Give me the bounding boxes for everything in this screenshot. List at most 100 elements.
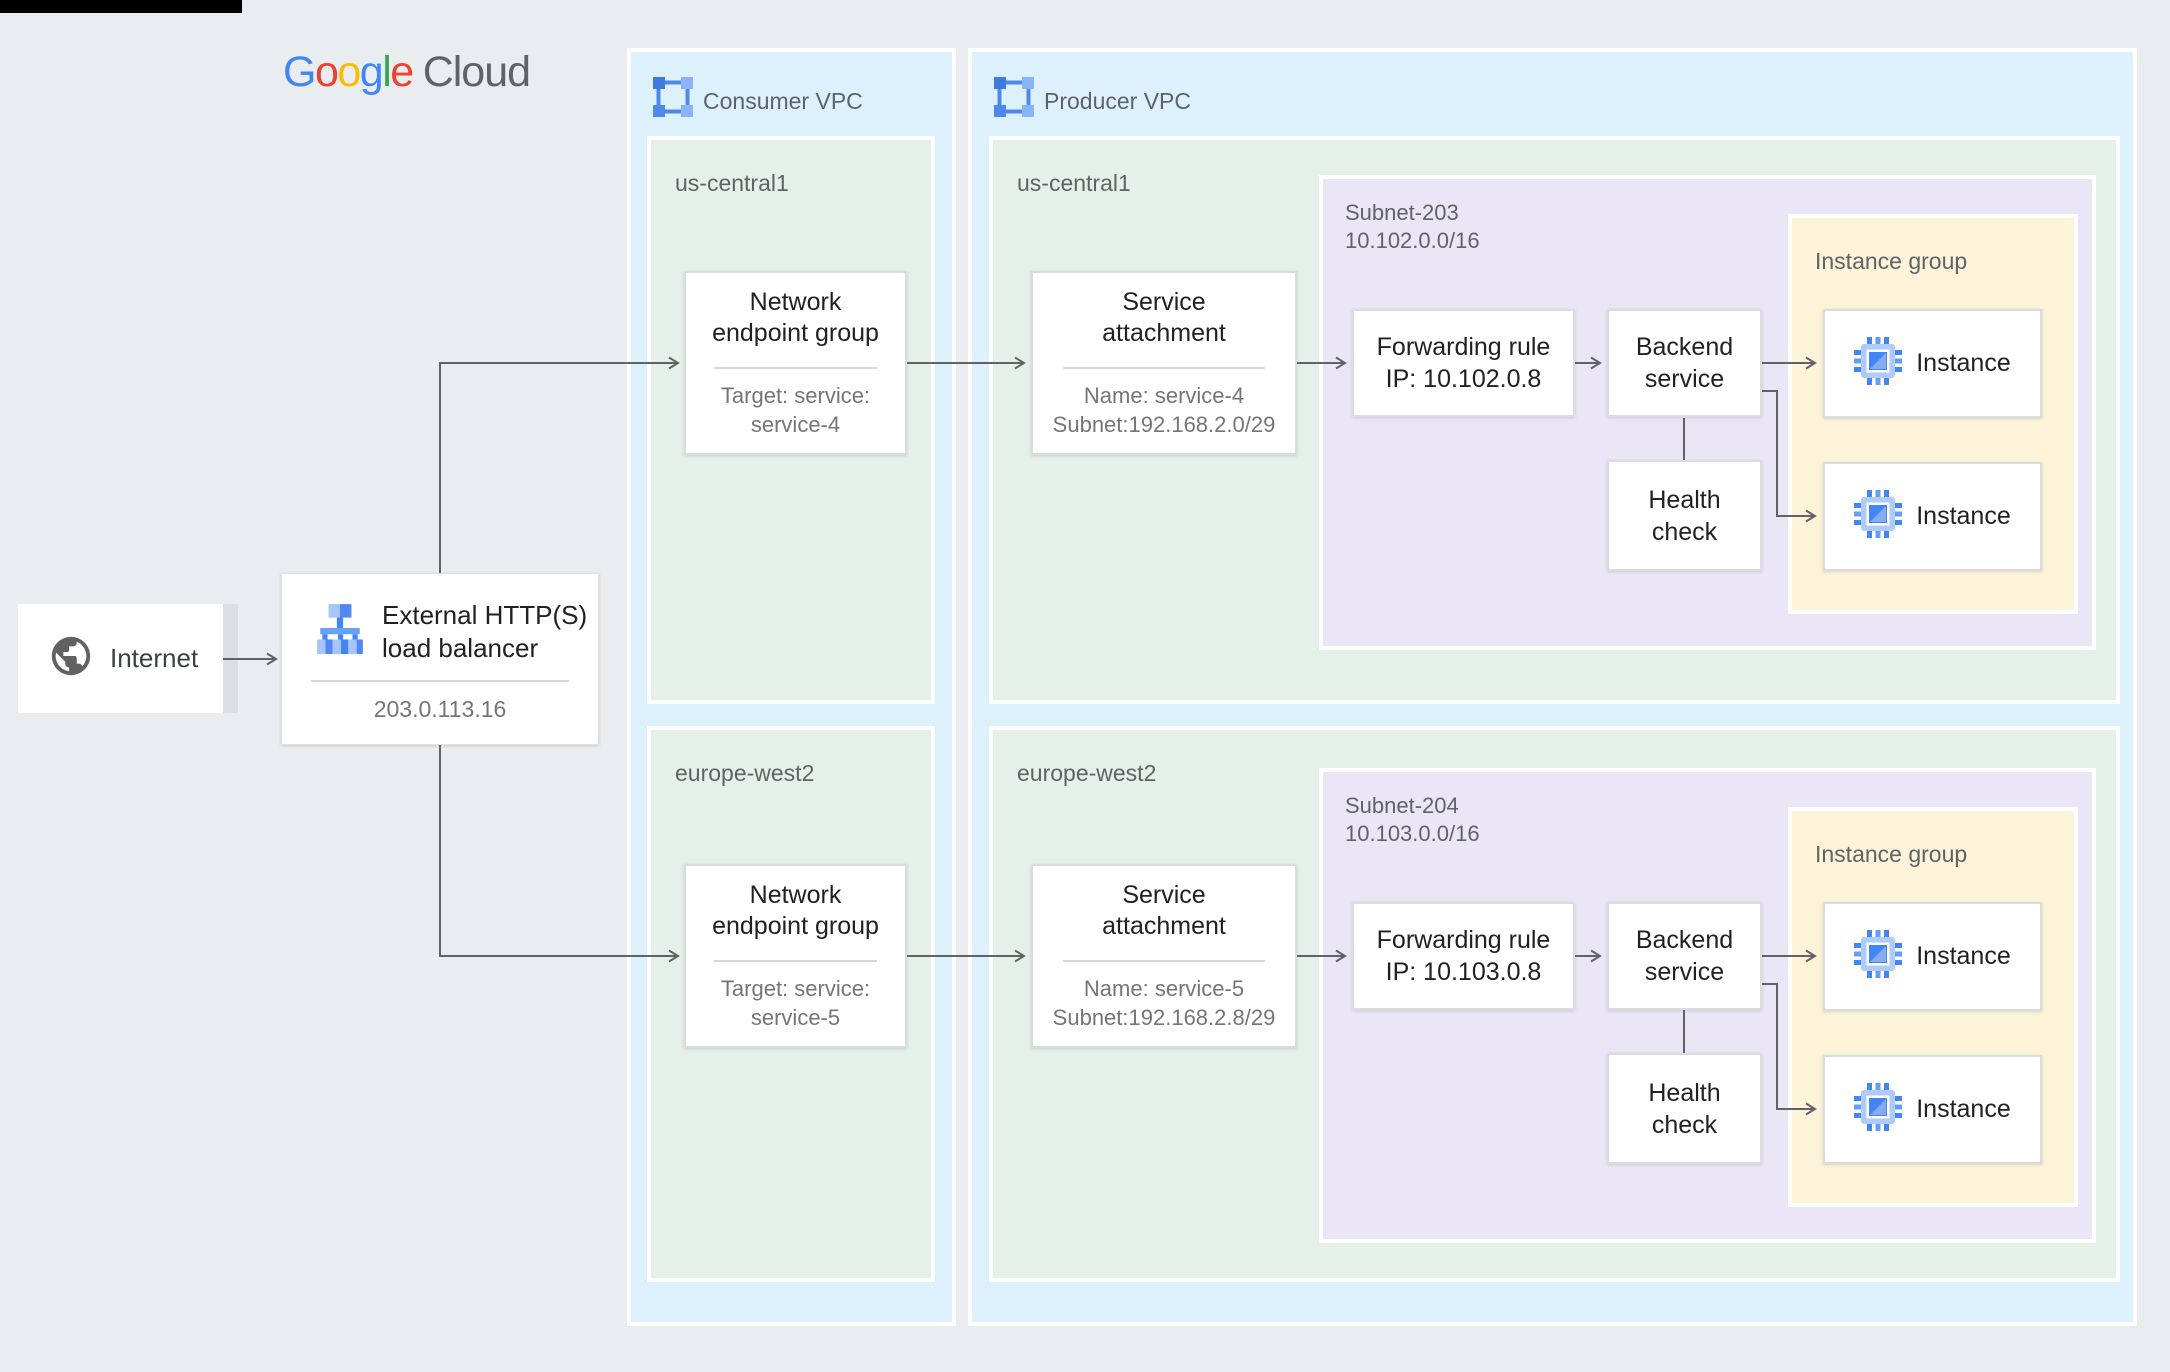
- logo-letter: o: [337, 48, 361, 96]
- region-label: us-central1: [1017, 170, 1131, 196]
- backend-service-line1: Backend: [1635, 333, 1734, 361]
- divider: [1063, 960, 1265, 962]
- instance-group-panel: Instance group: [1792, 811, 2074, 1203]
- neg-title-line1: Network: [749, 881, 842, 909]
- health-check-text: Health check: [1609, 1055, 1760, 1162]
- neg-title-line2: endpoint group: [712, 912, 879, 940]
- network-endpoint-group-node: Network endpoint group Target: service: …: [684, 271, 907, 455]
- backend-service-node: Backend service: [1607, 309, 1762, 417]
- forwarding-rule-line1: Forwarding rule: [1376, 333, 1551, 361]
- service-attachment-title: Service attachment: [1033, 880, 1295, 942]
- top-black-bar: [0, 0, 242, 13]
- sa-title-line2: attachment: [1102, 912, 1226, 940]
- load-balancer-node: External HTTP(S) load balancer 203.0.113…: [281, 573, 599, 745]
- producer-region-europe-west2: europe-west2 Service attachment Name: se…: [993, 730, 2116, 1278]
- region-label: us-central1: [675, 170, 789, 196]
- consumer-region-us-central1: us-central1 Network endpoint group Targe…: [651, 140, 931, 700]
- health-check-line1: Health: [1648, 1078, 1721, 1107]
- subnet-name: Subnet-203: [1345, 200, 1459, 225]
- region-label: europe-west2: [1017, 760, 1157, 786]
- neg-target-line2: service-4: [750, 412, 841, 437]
- instance-label: Instance: [1916, 502, 2011, 530]
- health-check-text: Health check: [1609, 462, 1760, 569]
- load-balancer-title-line1: External HTTP(S): [382, 600, 588, 630]
- load-balancer-title: External HTTP(S) load balancer: [382, 599, 587, 665]
- subnet-panel: Subnet-204 10.103.0.0/16 Forwarding rule…: [1323, 772, 2092, 1239]
- load-balancer-title-line2: load balancer: [382, 633, 539, 663]
- instance-node: Instance: [1823, 309, 2042, 418]
- service-attachment-title: Service attachment: [1033, 287, 1295, 349]
- backend-service-text: Backend service: [1609, 904, 1760, 1008]
- forwarding-rule-line1: Forwarding rule: [1376, 926, 1551, 954]
- producer-vpc-container: Producer VPC us-central1 Service attachm…: [972, 52, 2133, 1322]
- logo-letter: G: [283, 48, 316, 96]
- backend-service-line2: service: [1644, 365, 1725, 393]
- health-check-line1: Health: [1648, 485, 1721, 514]
- producer-vpc-label: Producer VPC: [1044, 88, 1192, 114]
- producer-region-us-central1: us-central1 Service attachment Name: ser…: [993, 140, 2116, 700]
- neg-target-line2: service-5: [750, 1005, 841, 1030]
- service-attachment-details: Name: service-4 Subnet:192.168.2.0/29: [1033, 381, 1295, 439]
- instance-node: Instance: [1823, 902, 2042, 1011]
- consumer-region-europe-west2: europe-west2 Network endpoint group Targ…: [651, 730, 931, 1278]
- forwarding-rule-text: Forwarding rule IP: 10.103.0.8: [1354, 904, 1573, 1008]
- subnet-cidr: 10.103.0.0/16: [1345, 821, 1480, 846]
- neg-title-line2: endpoint group: [712, 319, 879, 347]
- logo-letter: g: [359, 48, 384, 96]
- compute-instance-icon: [1854, 1083, 1903, 1136]
- sa-title-line1: Service: [1122, 288, 1206, 316]
- divider: [311, 680, 569, 682]
- compute-instance-icon: [1854, 337, 1903, 390]
- health-check-line2: check: [1651, 517, 1718, 546]
- service-attachment-details: Name: service-5 Subnet:192.168.2.8/29: [1033, 974, 1295, 1032]
- logo-letter: e: [390, 48, 414, 96]
- divider: [1063, 367, 1265, 369]
- instance-group-label: Instance group: [1815, 248, 1968, 274]
- service-attachment-node: Service attachment Name: service-5 Subne…: [1031, 864, 1297, 1048]
- divider: [714, 367, 877, 369]
- subnet-cidr: 10.102.0.0/16: [1345, 228, 1480, 253]
- backend-service-node: Backend service: [1607, 902, 1762, 1010]
- sa-name: Name: service-5: [1083, 976, 1245, 1001]
- load-balancer-ip: 203.0.113.16: [373, 696, 507, 722]
- instance-label: Instance: [1916, 942, 2011, 970]
- service-attachment-node: Service attachment Name: service-4 Subne…: [1031, 271, 1297, 455]
- neg-target: Target: service: service-5: [686, 974, 905, 1032]
- forwarding-rule-ip: IP: 10.102.0.8: [1385, 365, 1542, 393]
- load-balancer-icon: [315, 602, 365, 659]
- globe-icon: [48, 633, 94, 684]
- health-check-line2: check: [1651, 1110, 1718, 1139]
- forwarding-rule-ip: IP: 10.103.0.8: [1385, 958, 1542, 986]
- vpc-network-icon: [994, 77, 1034, 122]
- compute-instance-icon: [1854, 490, 1903, 543]
- logo-cloud-text: Cloud: [422, 48, 531, 96]
- backend-service-line1: Backend: [1635, 926, 1734, 954]
- instance-group-label: Instance group: [1815, 841, 1968, 867]
- region-label: europe-west2: [675, 760, 815, 786]
- sa-title-line2: attachment: [1102, 319, 1226, 347]
- instance-node: Instance: [1823, 462, 2042, 571]
- consumer-vpc-container: Consumer VPC us-central1 Network endpoin…: [631, 52, 952, 1322]
- forwarding-rule-text: Forwarding rule IP: 10.102.0.8: [1354, 311, 1573, 415]
- subnet-name: Subnet-204: [1345, 793, 1459, 818]
- sa-title-line1: Service: [1122, 881, 1206, 909]
- neg-target-line1: Target: service:: [720, 383, 871, 408]
- logo-letter: l: [382, 48, 392, 96]
- divider: [714, 960, 877, 962]
- neg-target-line1: Target: service:: [720, 976, 871, 1001]
- logo-letter: o: [314, 48, 339, 96]
- instance-group-panel: Instance group: [1792, 218, 2074, 610]
- subnet-panel: Subnet-203 10.102.0.0/16 Forwarding rule…: [1323, 179, 2092, 646]
- sa-subnet: Subnet:192.168.2.8/29: [1052, 1005, 1276, 1030]
- consumer-vpc-label: Consumer VPC: [703, 88, 863, 114]
- sa-name: Name: service-4: [1083, 383, 1245, 408]
- health-check-node: Health check: [1607, 460, 1762, 571]
- health-check-node: Health check: [1607, 1053, 1762, 1164]
- forwarding-rule-node: Forwarding rule IP: 10.102.0.8: [1352, 309, 1575, 417]
- subnet-label: Subnet-203 10.102.0.0/16: [1345, 199, 1480, 255]
- instance-label: Instance: [1916, 1095, 2011, 1123]
- backend-service-text: Backend service: [1609, 311, 1760, 415]
- backend-service-line2: service: [1644, 958, 1725, 986]
